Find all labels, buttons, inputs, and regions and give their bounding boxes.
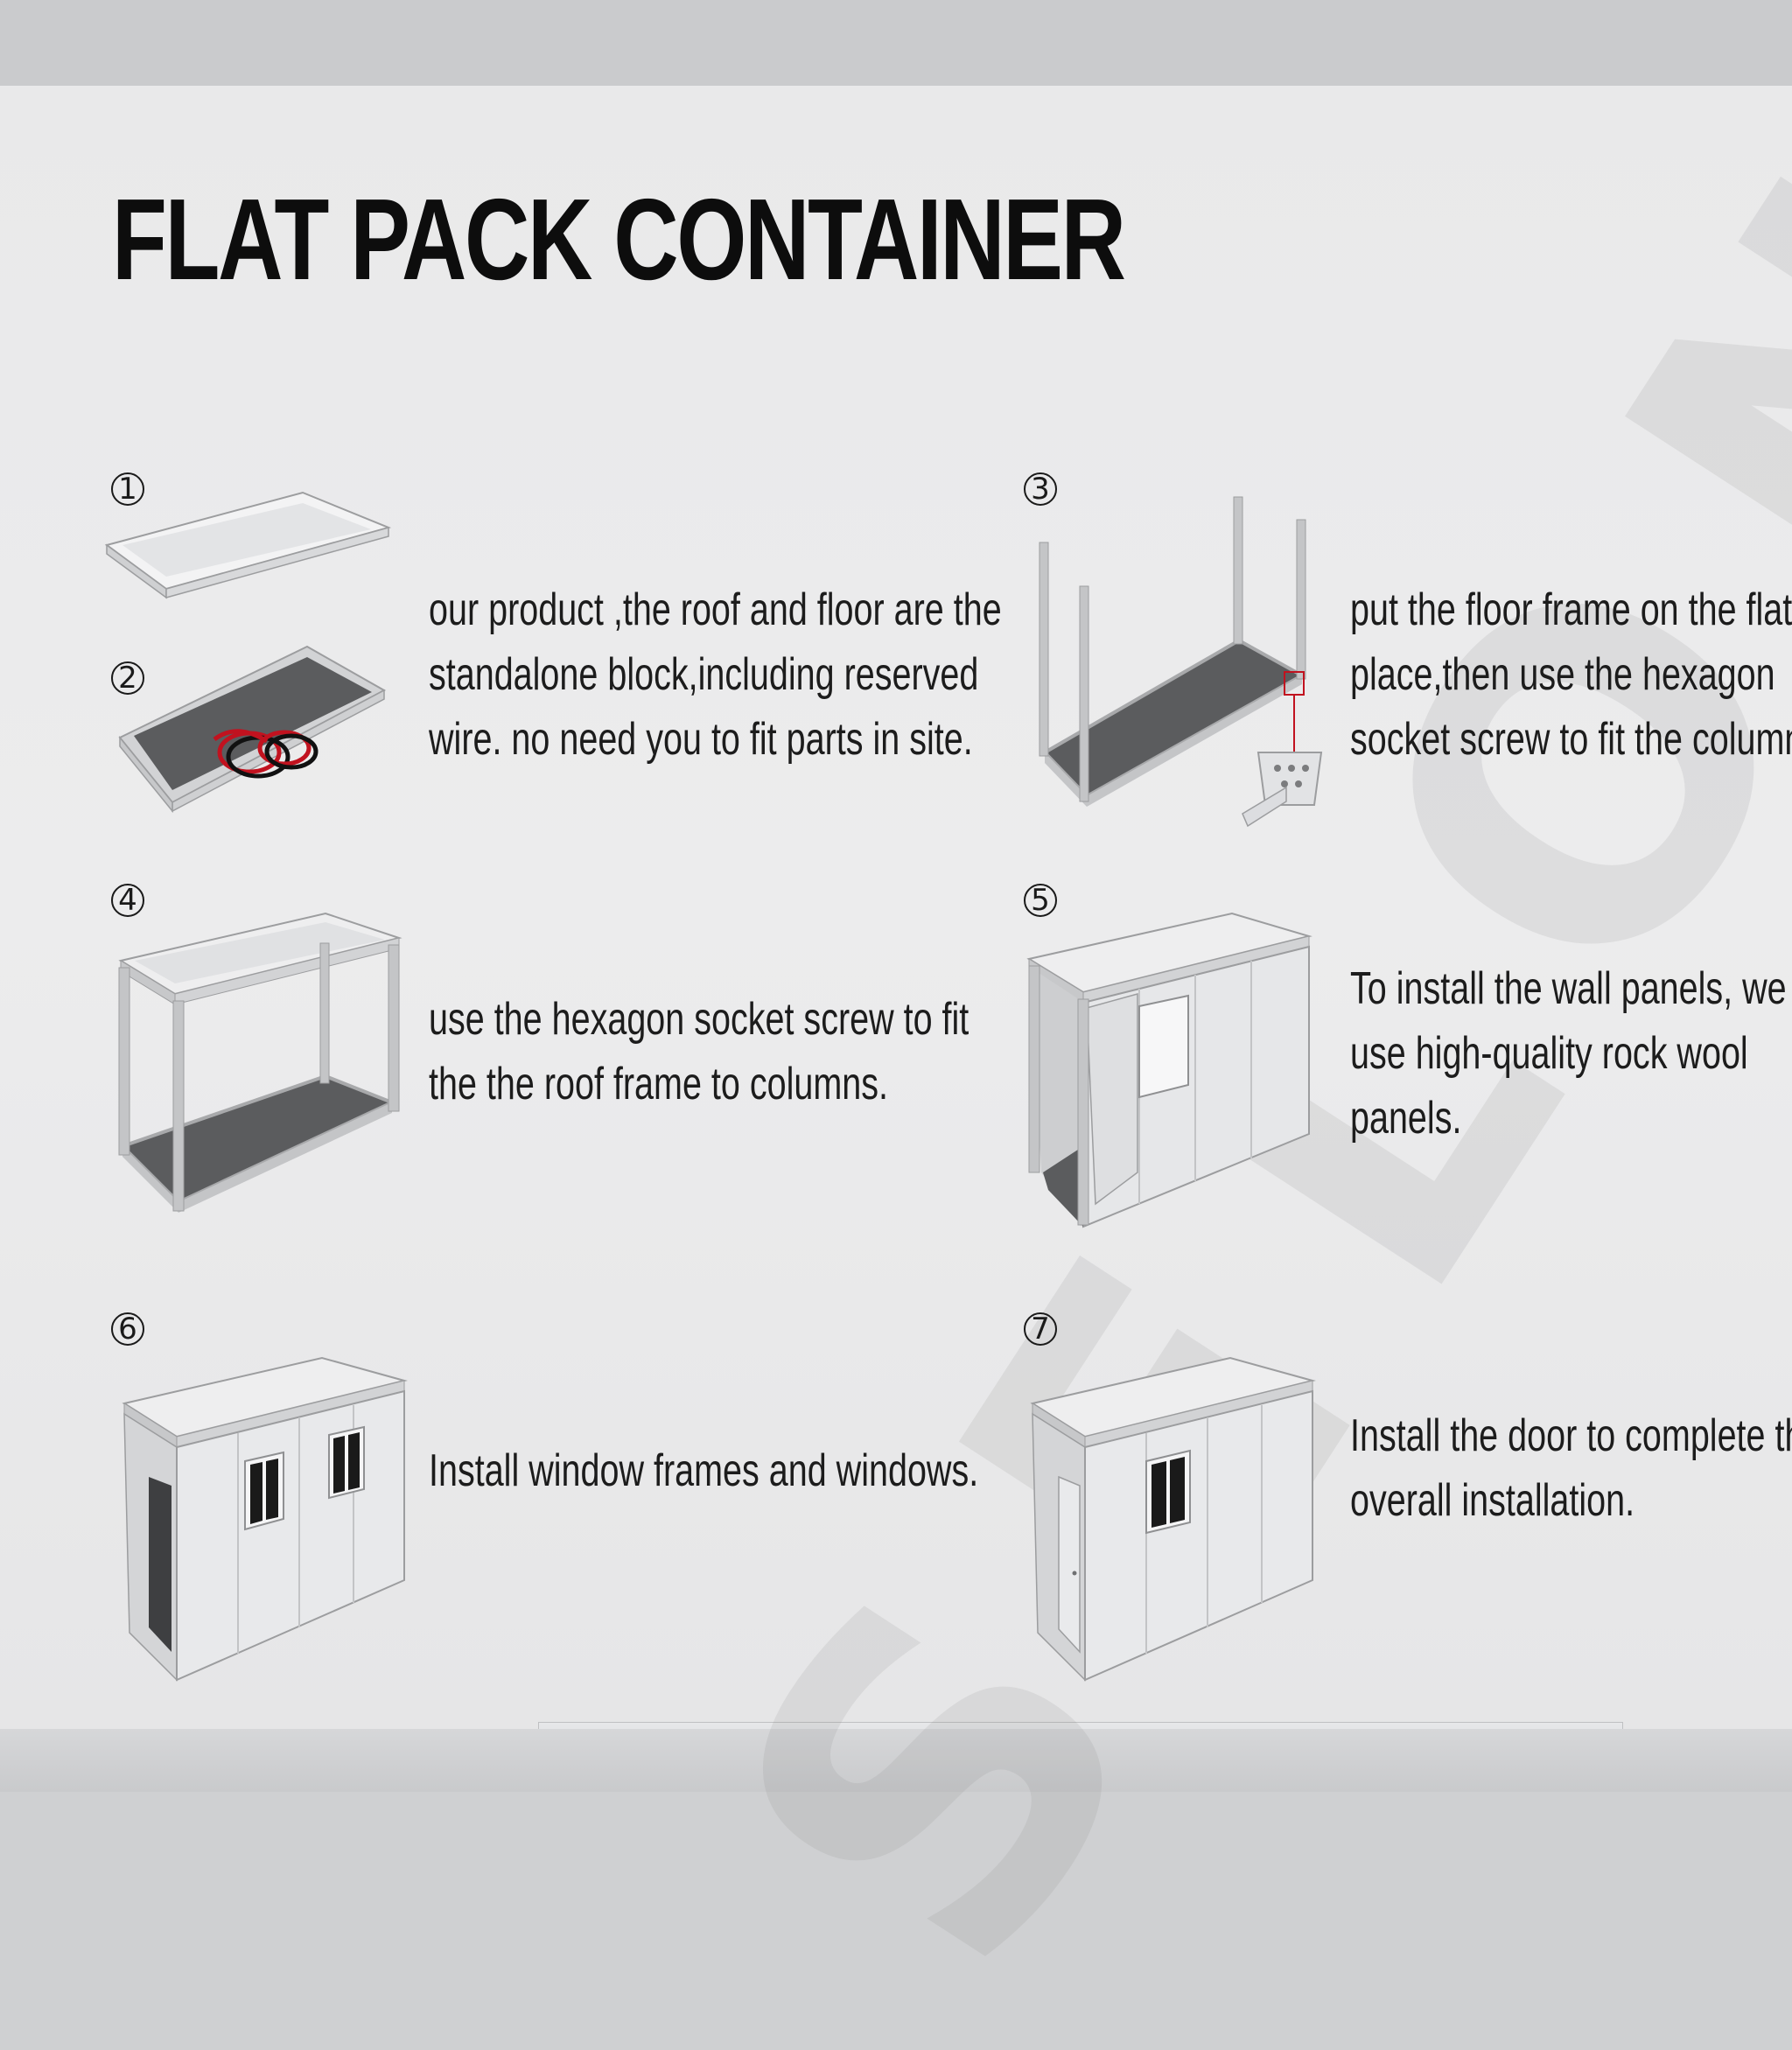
top-band xyxy=(0,0,1792,86)
floor-panel-illustration xyxy=(118,645,387,814)
step-number-6: 6 xyxy=(111,1312,144,1346)
description-line: panels. xyxy=(1350,1093,1462,1144)
completed-container-illustration xyxy=(1030,1356,1316,1682)
description-line: wire. no need you to fit parts in site. xyxy=(429,714,973,765)
step-number-5: 5 xyxy=(1024,884,1057,917)
step-2-description: our product ,the roof and floor are the … xyxy=(429,577,1002,772)
step-number-3: 3 xyxy=(1024,472,1057,506)
description-line: standalone block,including reserved xyxy=(429,649,979,700)
step-number-2: 2 xyxy=(111,661,144,695)
frame-assembly-illustration xyxy=(118,912,402,1213)
description-line: put the floor frame on the flat xyxy=(1350,584,1792,635)
description-line: the the roof frame to columns. xyxy=(429,1059,888,1109)
step-number-7: 7 xyxy=(1024,1312,1057,1346)
step-4-description: use the hexagon socket screw to fit the … xyxy=(429,987,969,1116)
description-line: socket screw to fit the columns. xyxy=(1350,714,1792,765)
description-line: Install the door to complete the xyxy=(1350,1410,1792,1461)
step-6-description: Install window frames and windows. xyxy=(429,1438,978,1503)
description-line: overall installation. xyxy=(1350,1475,1635,1526)
description-line: place,then use the hexagon xyxy=(1350,649,1775,700)
description-line: our product ,the roof and floor are the xyxy=(429,584,1002,635)
window-icon xyxy=(1145,1449,1191,1535)
wire-coil-icon xyxy=(213,729,318,779)
window-icon xyxy=(244,1451,284,1531)
page-title: FLAT PACK CONTAINER xyxy=(112,175,1126,304)
description-line: use the hexagon socket screw to fit xyxy=(429,994,970,1045)
description-line: Install window frames and windows. xyxy=(429,1445,979,1496)
wall-panels-illustration xyxy=(1026,912,1312,1228)
corner-bracket-icon xyxy=(1242,752,1323,828)
step-5-description: To install the wall panels, we use high-… xyxy=(1350,956,1787,1151)
window-installation-illustration xyxy=(122,1356,408,1682)
floor-band xyxy=(0,1729,1792,1792)
description-line: To install the wall panels, we xyxy=(1350,963,1787,1014)
step-3-description: put the floor frame on the flat place,th… xyxy=(1350,577,1792,772)
step-7-description: Install the door to complete the overall… xyxy=(1350,1403,1792,1533)
description-line: use high-quality rock wool xyxy=(1350,1028,1748,1079)
roof-panel-illustration xyxy=(104,491,392,599)
window-icon xyxy=(328,1425,365,1500)
step-number-1: 1 xyxy=(111,472,144,506)
door-icon xyxy=(1058,1475,1081,1654)
floor-frame-columns-illustration xyxy=(1039,496,1323,828)
step-number-4: 4 xyxy=(111,884,144,917)
